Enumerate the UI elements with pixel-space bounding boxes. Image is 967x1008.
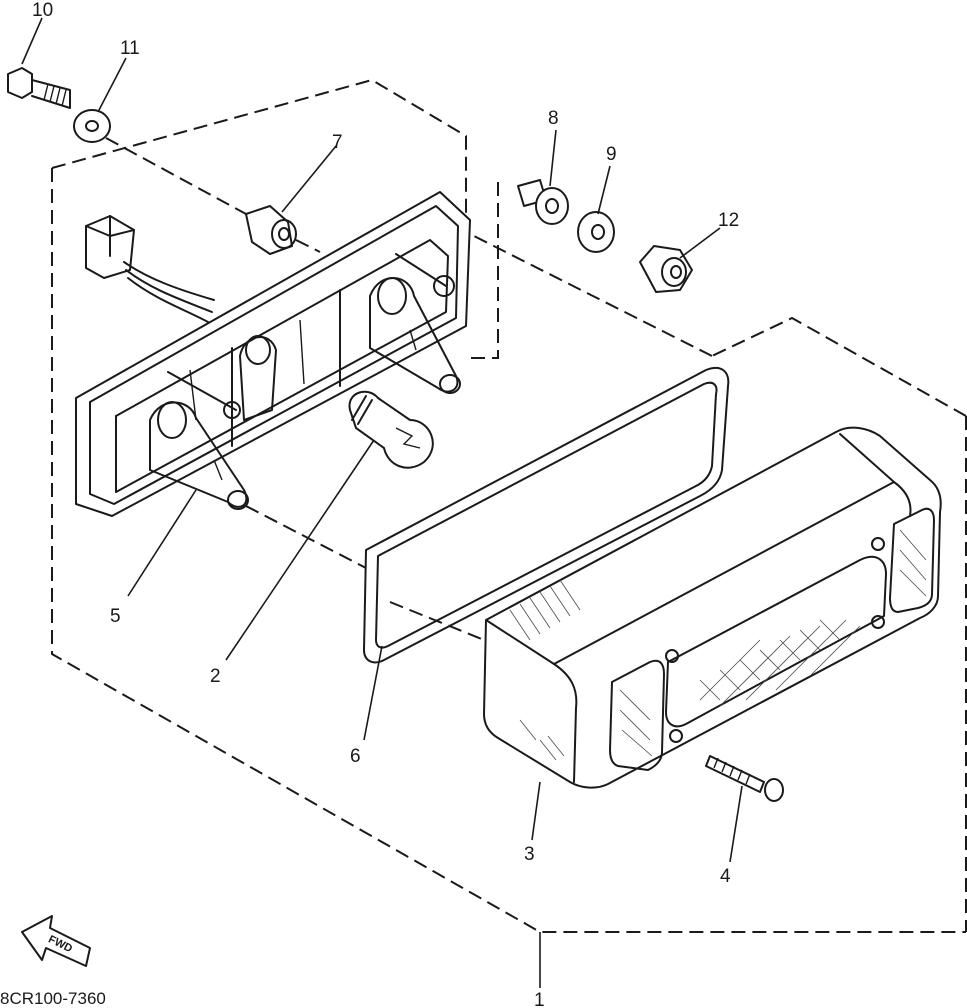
alignment-line xyxy=(295,239,321,253)
washer-part xyxy=(73,109,111,143)
lens-screw-part xyxy=(705,755,784,802)
gasket-part xyxy=(363,367,730,664)
fwd-arrow-icon: FWD xyxy=(21,915,91,967)
collar-part xyxy=(517,179,569,225)
part-number-7: 7 xyxy=(332,132,343,153)
leader-lines xyxy=(21,17,743,988)
part-number-6: 6 xyxy=(350,746,361,767)
lamp-base-housing xyxy=(75,191,471,517)
part-number-10: 10 xyxy=(32,0,53,21)
part-number-1: 1 xyxy=(534,990,545,1008)
assembly-boundary xyxy=(51,78,967,933)
bulb-part xyxy=(348,390,434,469)
diagram-code: 8CR100-7360 xyxy=(0,989,106,1008)
alignment-line xyxy=(389,601,485,641)
part-number-3: 3 xyxy=(524,844,535,865)
lens-part xyxy=(483,426,942,789)
screw-part xyxy=(7,67,71,109)
part-number-8: 8 xyxy=(548,108,559,129)
part-number-12: 12 xyxy=(718,210,739,231)
wire-harness xyxy=(85,215,215,323)
part-number-4: 4 xyxy=(720,866,731,887)
part-number-5: 5 xyxy=(110,606,121,627)
part-number-11: 11 xyxy=(120,38,140,59)
alignment-line xyxy=(105,137,247,215)
part-number-9: 9 xyxy=(606,144,617,165)
part-number-2: 2 xyxy=(210,666,221,687)
washer-part xyxy=(577,211,615,253)
grommet-part xyxy=(245,205,297,255)
alignment-line xyxy=(245,505,367,569)
part-number-labels: 10 11 7 8 9 12 5 2 6 3 4 1 xyxy=(32,0,739,1008)
nut-part xyxy=(639,245,693,293)
